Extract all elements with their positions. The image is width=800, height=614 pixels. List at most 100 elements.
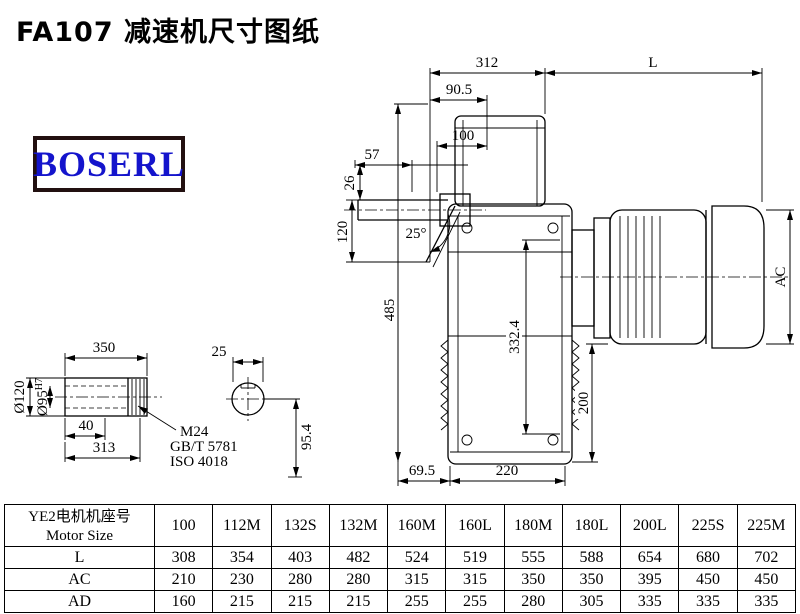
dim-26: 26	[341, 165, 363, 200]
shaft-detail-view	[55, 377, 162, 417]
row-label: AD	[4, 590, 155, 613]
col-header: 160L	[445, 504, 505, 547]
row-label: L	[4, 546, 155, 569]
col-header: 100	[153, 504, 214, 547]
dim-57-label: 57	[365, 147, 381, 163]
housing-chamfer-edge	[425, 205, 456, 263]
shaft-end-view	[226, 377, 270, 421]
standard-iso-label: ISO 4018	[170, 454, 228, 470]
table-cell: 555	[503, 546, 563, 569]
col-header: 180M	[503, 504, 563, 547]
dim-90-5: 90.5	[430, 82, 488, 150]
dim-69-5: 69.5	[398, 463, 451, 486]
table-cell: 450	[736, 568, 797, 591]
col-header: 200L	[620, 504, 680, 547]
table-cell: 702	[736, 546, 797, 569]
dim-40: 40	[64, 418, 106, 440]
table-row-AD: AD 160 215 215 215 255 255 280 305 335 3…	[4, 590, 797, 613]
dim-350-label: 350	[93, 340, 116, 356]
page-title: FA107 减速机尺寸图纸	[16, 17, 321, 48]
motor-size-header-cn: YE2电机机座号	[28, 508, 131, 525]
housing-fins-left	[440, 339, 449, 431]
motor-flange-adapter	[571, 229, 595, 327]
dia95-value: Ø95	[35, 390, 51, 416]
table-cell: 280	[503, 590, 563, 613]
col-header: 180L	[561, 504, 622, 547]
fan-cover	[711, 205, 765, 349]
technical-drawing: 312 L 90.5 100 57 26	[12, 55, 794, 486]
dim-90-5-label: 90.5	[446, 82, 472, 98]
col-header: 160M	[387, 504, 447, 547]
dim-26-label: 26	[342, 175, 358, 191]
table-cell: 315	[387, 568, 447, 591]
table-cell: 482	[328, 546, 389, 569]
dim-L-label: L	[648, 55, 657, 71]
brand-logo-box: BOSERL	[33, 136, 185, 192]
dim-485: 485	[381, 103, 428, 486]
angle-25: 25°	[406, 213, 451, 253]
table-row-L: L 308 354 403 482 524 519 555 588 654 68…	[4, 546, 797, 569]
dim-AC-label: AC	[773, 267, 789, 288]
table-cell: 450	[678, 568, 738, 591]
table-cell: 280	[328, 568, 389, 591]
table-cell: 680	[678, 546, 738, 569]
table-cell: 215	[328, 590, 389, 613]
row-label: AC	[4, 568, 155, 591]
dim-dia120: Ø120	[12, 377, 65, 417]
table-cell: 210	[153, 568, 214, 591]
dim-120: 120	[334, 199, 430, 263]
table-row-AC: AC 210 230 280 280 315 315 350 350 395 4…	[4, 568, 797, 591]
dim-220: 220	[450, 463, 566, 486]
table-cell: 403	[270, 546, 330, 569]
col-header: 132S	[270, 504, 330, 547]
dim-313: 313	[64, 418, 141, 462]
gearbox-housing	[425, 115, 580, 465]
motor	[560, 205, 788, 349]
dim-350: 350	[64, 340, 148, 376]
table-cell: 230	[212, 568, 272, 591]
table-cell: 315	[445, 568, 505, 591]
angle-25-label: 25°	[406, 226, 427, 242]
dim-220-label: 220	[496, 463, 519, 479]
col-header: 132M	[328, 504, 389, 547]
dim-25-label: 25	[212, 344, 227, 360]
col-header: 225M	[736, 504, 797, 547]
dim-200: 200	[572, 343, 608, 463]
table-cell: 524	[387, 546, 447, 569]
dim-57: 57	[354, 147, 468, 198]
dim-312-label: 312	[476, 55, 499, 71]
table-cell: 588	[561, 546, 622, 569]
dim-AC: AC	[766, 209, 794, 345]
dim-95-4: 95.4	[264, 398, 315, 478]
table-cell: 395	[620, 568, 680, 591]
brand-logo-text: BOSERL	[32, 144, 186, 184]
table-cell: 354	[212, 546, 272, 569]
dim-dia120-label: Ø120	[12, 380, 28, 413]
dim-dia95-label: Ø95H7	[34, 378, 51, 416]
dim-485-label: 485	[382, 299, 398, 322]
dim-313-label: 313	[93, 440, 116, 456]
table-header-row: YE2电机机座号 Motor Size 100 112M 132S 132M 1…	[4, 504, 797, 547]
table-cell: 335	[678, 590, 738, 613]
dia95-tolerance: H7	[34, 378, 45, 390]
table-cell: 255	[387, 590, 447, 613]
table-cell: 350	[503, 568, 563, 591]
table-cell: 350	[561, 568, 622, 591]
table-cell: 335	[736, 590, 797, 613]
dim-L: L	[545, 55, 763, 202]
dimension-table: YE2电机机座号 Motor Size 100 112M 132S 132M 1…	[4, 504, 797, 613]
col-header: 225S	[678, 504, 738, 547]
dim-25: 25	[212, 344, 264, 382]
table-cell: 335	[620, 590, 680, 613]
dim-100-label: 100	[452, 128, 475, 144]
thread-spec-label: M24	[180, 424, 209, 440]
dim-332-4: 332.4	[506, 239, 560, 435]
dim-95-4-label: 95.4	[299, 423, 315, 450]
table-cell: 654	[620, 546, 680, 569]
table-cell: 215	[270, 590, 330, 613]
table-cell: 215	[212, 590, 272, 613]
dim-100: 100	[436, 128, 487, 192]
dim-200-label: 200	[576, 392, 592, 415]
dim-332-4-label: 332.4	[507, 320, 523, 354]
